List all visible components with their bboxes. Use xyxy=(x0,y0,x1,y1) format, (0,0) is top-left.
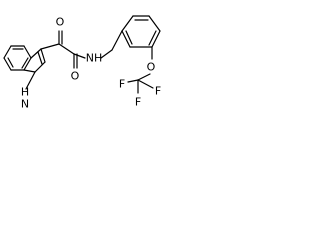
bond-indole-c3-c2 xyxy=(40,48,46,63)
structure-diagram: H N O O NH O F F F xyxy=(3,15,161,111)
bond-indole-c3-c2b xyxy=(37,51,43,65)
bond-o-cf3 xyxy=(137,73,151,81)
bond-cf3-f2 xyxy=(137,79,154,89)
atom-labels: H N O O NH O F F F xyxy=(21,16,161,111)
bond-indole-n1-h xyxy=(25,71,36,90)
bond-phenyl-6b xyxy=(125,30,133,45)
bond-indole-n1-c7a xyxy=(23,69,36,73)
atom-label-amide-nh: NH xyxy=(86,52,103,65)
bond-indole-benzene-3 xyxy=(23,45,32,59)
bond-phenyl-3 xyxy=(148,15,161,32)
bond-indole-benzene-4 xyxy=(23,57,32,71)
bond-amide-c-n xyxy=(73,53,86,59)
bond-n-ch2 xyxy=(100,49,113,59)
atom-label-f3: F xyxy=(135,96,141,109)
bond-cf3-f1 xyxy=(127,79,139,83)
atom-label-indole-nh: H xyxy=(21,86,29,99)
bond-phenyl-4 xyxy=(151,30,161,48)
atom-label-indole-n: N xyxy=(21,98,29,111)
bond-carbonyl-amide-c xyxy=(58,43,75,55)
bond-ch2-ring xyxy=(111,30,123,51)
bond-indole-benzene-4b xyxy=(21,57,29,69)
bond-indole-benzene-6 xyxy=(3,57,12,71)
bond-indole-benzene-6b xyxy=(7,57,14,68)
bond-indole-c3a-c3 xyxy=(30,48,42,59)
bond-phenyl-6 xyxy=(121,30,131,48)
bond-phenyl-1 xyxy=(121,15,134,32)
atom-label-f1: F xyxy=(119,78,125,91)
bond-indole-benzene-1 xyxy=(3,45,12,59)
atom-label-ether-o: O xyxy=(147,61,156,74)
atom-label-amide-o: O xyxy=(71,70,80,83)
bond-indole-c2-n1 xyxy=(34,61,46,73)
bond-c3-carbonyl xyxy=(40,43,60,50)
atom-label-ketone-o: O xyxy=(56,16,65,29)
atom-label-f2: F xyxy=(155,85,161,98)
bond-phenyl-4b xyxy=(148,30,157,46)
bonds xyxy=(3,15,161,94)
